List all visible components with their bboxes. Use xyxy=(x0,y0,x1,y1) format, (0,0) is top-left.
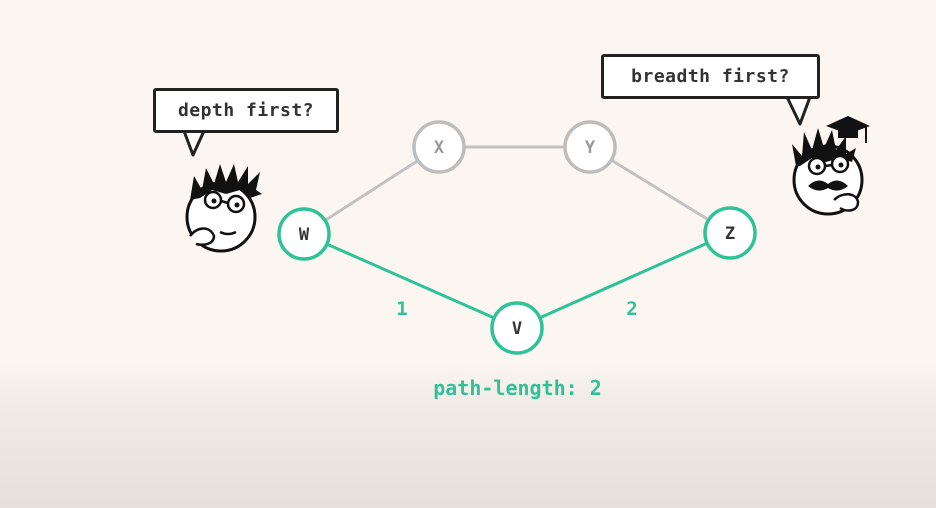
speech-bubble-right-tail xyxy=(785,95,812,126)
edge-weight-v-z: 2 xyxy=(626,298,637,320)
path-length-label: path-length: 2 xyxy=(433,376,602,400)
speech-text-right: breadth first? xyxy=(631,66,790,87)
edge-w-v xyxy=(303,232,518,330)
node-z: Z xyxy=(703,206,757,260)
node-v: V xyxy=(490,301,544,355)
edge-weight-w-v: 1 xyxy=(396,298,407,320)
thinking-character-icon xyxy=(185,164,262,253)
svg-text:Y: Y xyxy=(585,138,596,158)
speech-text-left: depth first? xyxy=(177,100,315,121)
node-y: Y xyxy=(563,120,617,174)
speech-bubble-left-tail xyxy=(182,129,206,157)
node-w: W xyxy=(277,207,331,261)
edge-w-x xyxy=(303,145,440,236)
node-x: X xyxy=(412,120,466,174)
svg-text:V: V xyxy=(512,319,522,339)
edge-y-z xyxy=(589,145,731,235)
edge-v-z xyxy=(516,231,731,330)
svg-text:W: W xyxy=(299,225,310,245)
svg-text:Z: Z xyxy=(725,224,735,244)
speech-bubble-left: depth first? xyxy=(153,88,339,133)
svg-text:X: X xyxy=(434,138,445,158)
graduate-character-icon xyxy=(792,116,870,216)
speech-bubble-right: breadth first? xyxy=(601,54,820,99)
